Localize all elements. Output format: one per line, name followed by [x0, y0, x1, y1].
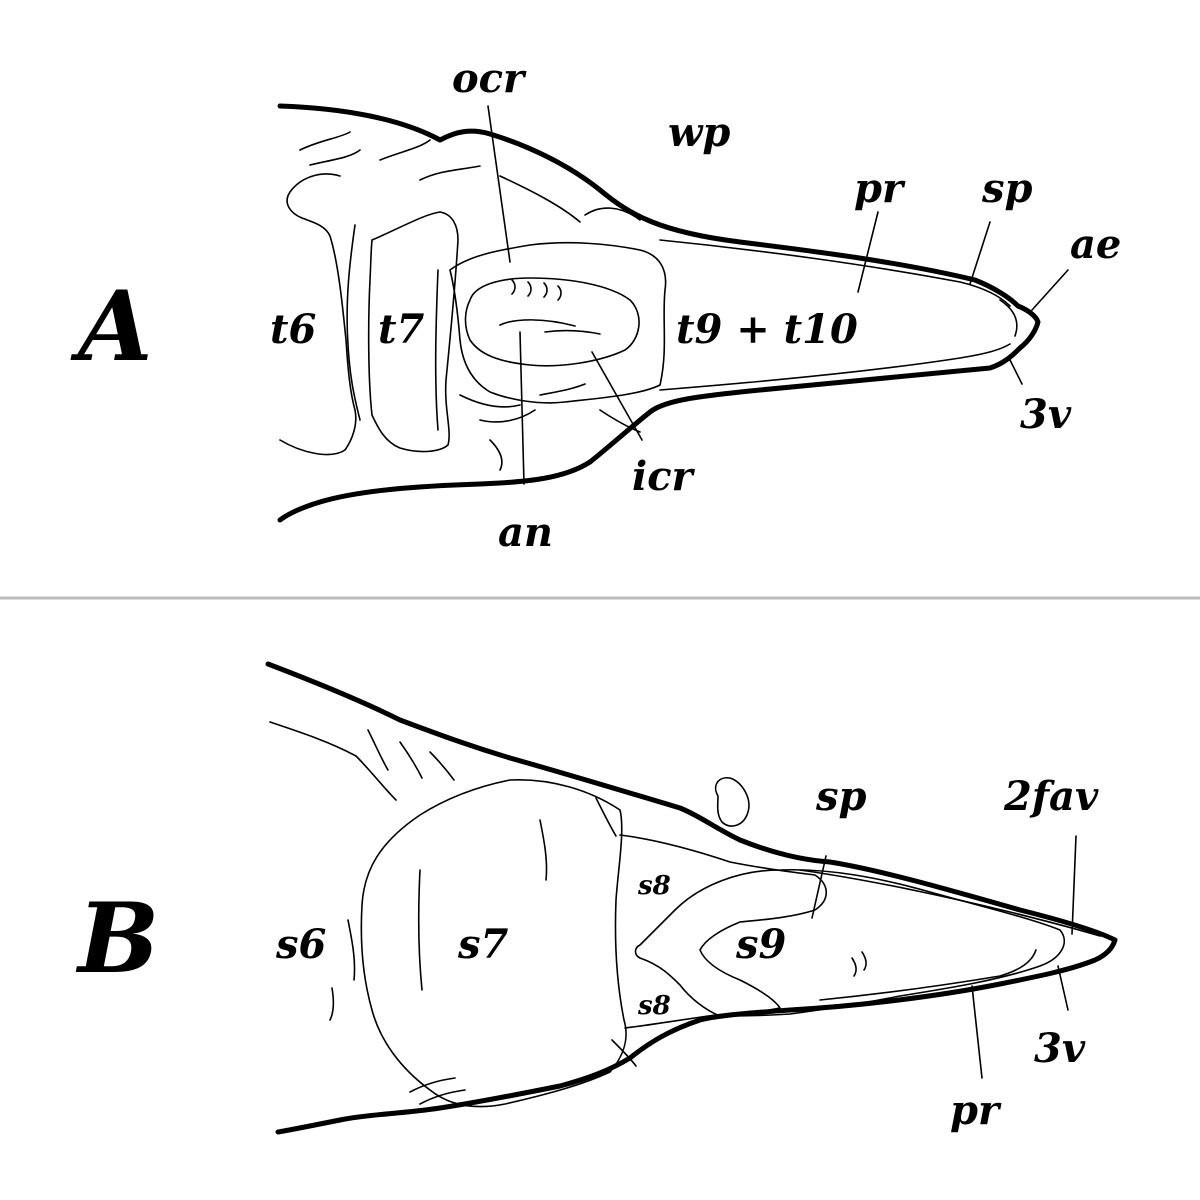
label-s8-top: s8 [637, 871, 671, 901]
leader-pr-a [857, 211, 879, 293]
s6-side-line [329, 919, 356, 1021]
leader-icr [591, 351, 643, 441]
label-ocr: ocr [452, 55, 527, 102]
panel-a: A [70, 55, 1121, 556]
s8-sclerite-outline [619, 834, 828, 1029]
small-appendage [714, 776, 750, 827]
s9-sclerite-outline [634, 868, 1065, 1017]
leader-3v-b [1057, 965, 1069, 1011]
label-s8-bottom: s8 [637, 991, 671, 1021]
anal-bristles [511, 279, 562, 301]
label-sp-a: sp [981, 165, 1033, 212]
t7-inner-edge [434, 269, 439, 431]
label-sp-b: sp [815, 773, 867, 820]
s9-ventral-ridge [819, 949, 1037, 1001]
leader-ocr [487, 105, 511, 263]
inner-anal-region [464, 277, 640, 367]
panel-a-dorsal-outline [277, 103, 1041, 523]
s7-inner-line [417, 869, 423, 991]
ventral-wrinkles [459, 383, 641, 471]
s9-marks [851, 951, 867, 977]
label-ae: ae [1070, 221, 1121, 268]
panel-a-inner-structures [279, 131, 1018, 471]
label-t6: t6 [270, 306, 316, 353]
label-s6: s6 [275, 921, 326, 968]
panel-b-letter: B [75, 882, 159, 995]
label-t9-t10: t9 + t10 [676, 306, 858, 353]
label-t7: t7 [378, 306, 424, 353]
leader-3v-a [1009, 359, 1023, 385]
t7-sclerite-outline [367, 211, 459, 453]
label-3v-a: 3v [1020, 391, 1072, 438]
label-wp: wp [668, 109, 730, 156]
s9-dorsal-ridge [799, 869, 1101, 937]
s7-sclerite-outline [360, 778, 627, 1108]
anus-opening-lower [544, 329, 601, 335]
label-pr-b: pr [950, 1087, 1002, 1134]
leader-pr-b [971, 985, 983, 1079]
label-pr-a: pr [854, 165, 906, 212]
leader-sp-b [811, 855, 827, 919]
anal-region-outline [449, 241, 667, 404]
panel-b-leader-lines [811, 835, 1077, 1079]
label-3v-b: 3v [1034, 1025, 1086, 1072]
panel-a-leader-lines [487, 105, 1069, 485]
apical-tip-lines [999, 299, 1018, 337]
dorsal-wrinkles [299, 131, 641, 223]
leader-an [519, 331, 525, 485]
anus-opening [499, 319, 576, 327]
leader-ae [1031, 269, 1069, 311]
s6-edge [269, 721, 397, 801]
leader-sp-a [969, 221, 991, 285]
ventral-wrinkles-b [409, 1039, 637, 1105]
panel-b-inner-structures [269, 721, 1101, 1108]
label-2fav: 2fav [1003, 773, 1099, 820]
leader-2fav [1071, 835, 1077, 935]
panel-b: B s6 s7 s8 s8 s [75, 661, 1118, 1135]
label-s9: s9 [735, 921, 786, 968]
t9-t10-ventral-line [659, 343, 1011, 391]
panel-b-outline [265, 661, 1118, 1135]
t6-inner-edge [346, 224, 361, 421]
dorsal-wrinkles-b [367, 729, 617, 881]
label-s7: s7 [457, 921, 509, 968]
panel-a-letter: A [70, 270, 152, 383]
t6-sclerite-outline [279, 173, 357, 456]
label-an: an [498, 509, 553, 556]
label-icr: icr [632, 453, 696, 500]
t9-t10-dorsal-line [659, 239, 1011, 307]
